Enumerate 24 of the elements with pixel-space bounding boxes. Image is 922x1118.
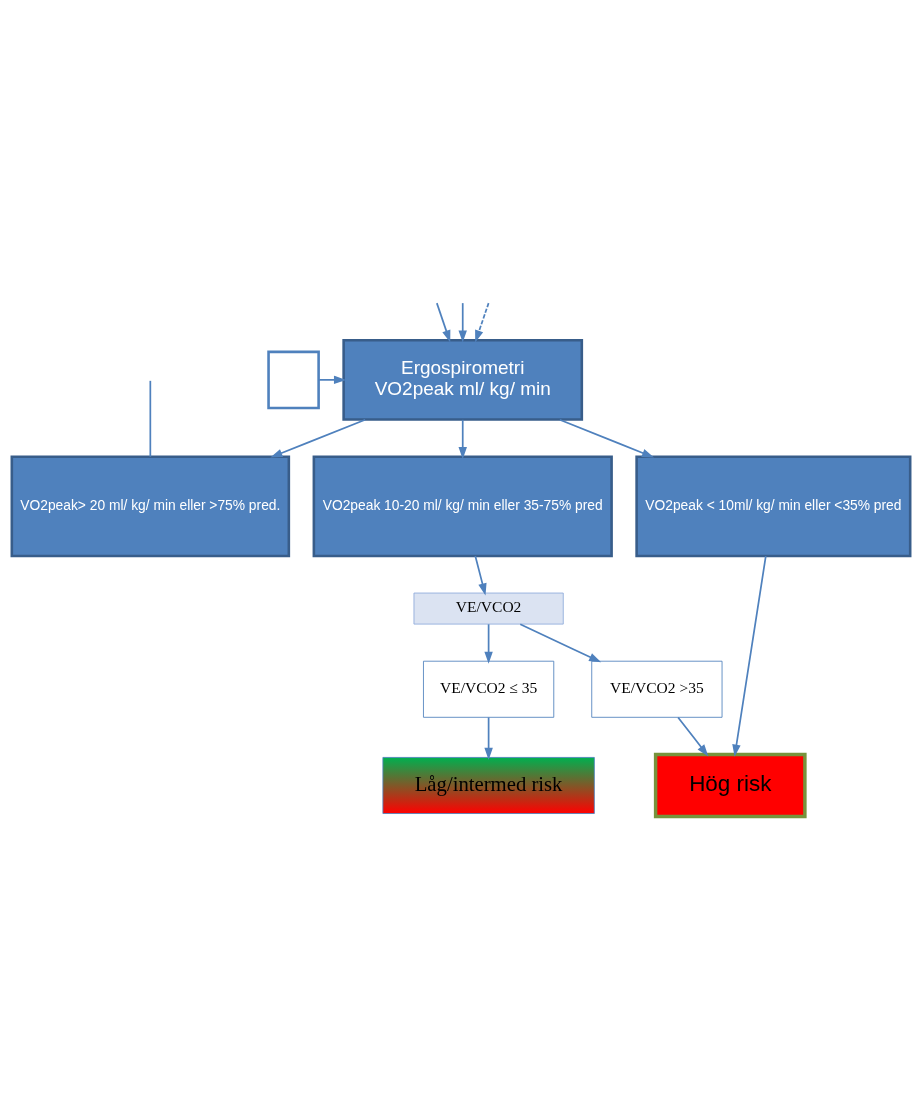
arrow (458, 418, 467, 459)
arrow (475, 301, 490, 342)
node-box: Låg/intermed risk (382, 756, 595, 814)
node-box: VO2peak 10-20 ml/ kg/ min eller 35-75% pred (312, 454, 613, 557)
arrow (484, 716, 493, 760)
node-box: VO2peak> 20 ml/ kg/ min eller >75% pred. (10, 454, 291, 557)
node-box (267, 350, 320, 409)
node-box: VE/VCO2 >35 (591, 660, 723, 718)
arrow (519, 622, 602, 662)
node-box: VE/VCO2 (413, 592, 564, 625)
arrow (558, 418, 655, 458)
node-box: Ergospirometri VO2peak ml/ kg/ min (342, 338, 584, 421)
connector (149, 379, 152, 458)
arrow (458, 301, 467, 343)
arrow (474, 554, 487, 596)
node-box: VO2peak < 10ml/ kg/ min eller <35% pred (635, 454, 912, 557)
node-box: VE/VCO2 ≤ 35 (423, 660, 555, 718)
arrow (732, 554, 767, 757)
arrow (677, 716, 709, 756)
arrow (317, 375, 347, 384)
node-box: Hög risk (653, 752, 807, 818)
arrow (270, 418, 367, 458)
arrow (484, 622, 493, 664)
arrow (436, 301, 451, 342)
